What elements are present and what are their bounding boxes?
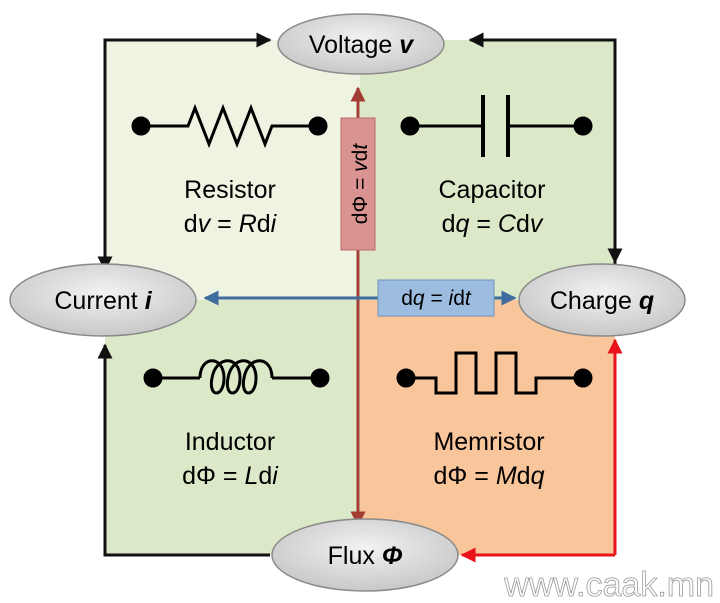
charge-current-box <box>377 279 495 317</box>
node-charge-label: Charge <box>550 287 632 315</box>
capacitor-name: Capacitor <box>439 176 546 204</box>
quadrant-inductor <box>105 300 360 555</box>
node-voltage-symbol: v <box>399 31 415 59</box>
quadrant-capacitor <box>360 40 615 300</box>
inductor-equation: dΦ = Ldi <box>182 462 279 490</box>
capacitor-symbol <box>400 95 593 157</box>
node-current: Current i <box>9 263 197 337</box>
node-charge: Charge q <box>518 263 686 337</box>
node-current-symbol: i <box>145 287 153 315</box>
node-flux-symbol: Φ <box>382 542 403 570</box>
quadrant-memristor <box>360 300 615 555</box>
node-voltage-label: Voltage <box>309 31 392 59</box>
capacitor-equation: dq = Cdv <box>442 210 544 238</box>
svg-text:Current i: Current i <box>54 287 152 315</box>
resistor-equation: dv = Rdi <box>184 210 278 238</box>
inductor-name: Inductor <box>185 428 275 456</box>
flux-voltage-relation: dΦ = vdt <box>349 143 372 225</box>
arrow-current-to-voltage <box>103 32 272 265</box>
memristor-equation: dΦ = Mdq <box>434 462 545 490</box>
arrow-charge-to-voltage <box>468 32 617 265</box>
node-voltage: Voltage v <box>277 13 445 75</box>
resistor-symbol <box>131 103 328 149</box>
node-current-label: Current <box>54 287 137 315</box>
flux-voltage-box <box>340 117 376 251</box>
inductor-symbol <box>143 359 330 395</box>
node-charge-symbol: q <box>639 287 654 315</box>
quadrant-resistor <box>105 40 360 300</box>
node-flux-label: Flux <box>328 542 376 570</box>
charge-current-relation: dq = idt <box>401 287 472 310</box>
svg-text:Charge q: Charge q <box>550 287 654 315</box>
node-flux: Flux Φ <box>271 518 459 592</box>
svg-text:Voltage v: Voltage v <box>309 31 415 59</box>
arrow-flux-to-current <box>97 343 270 557</box>
memristor-name: Memristor <box>433 428 544 456</box>
watermark: www.caak.mn <box>503 566 714 603</box>
svg-text:Flux Φ: Flux Φ <box>328 542 403 570</box>
resistor-name: Resistor <box>184 176 276 204</box>
memristor-symbol <box>396 351 593 395</box>
